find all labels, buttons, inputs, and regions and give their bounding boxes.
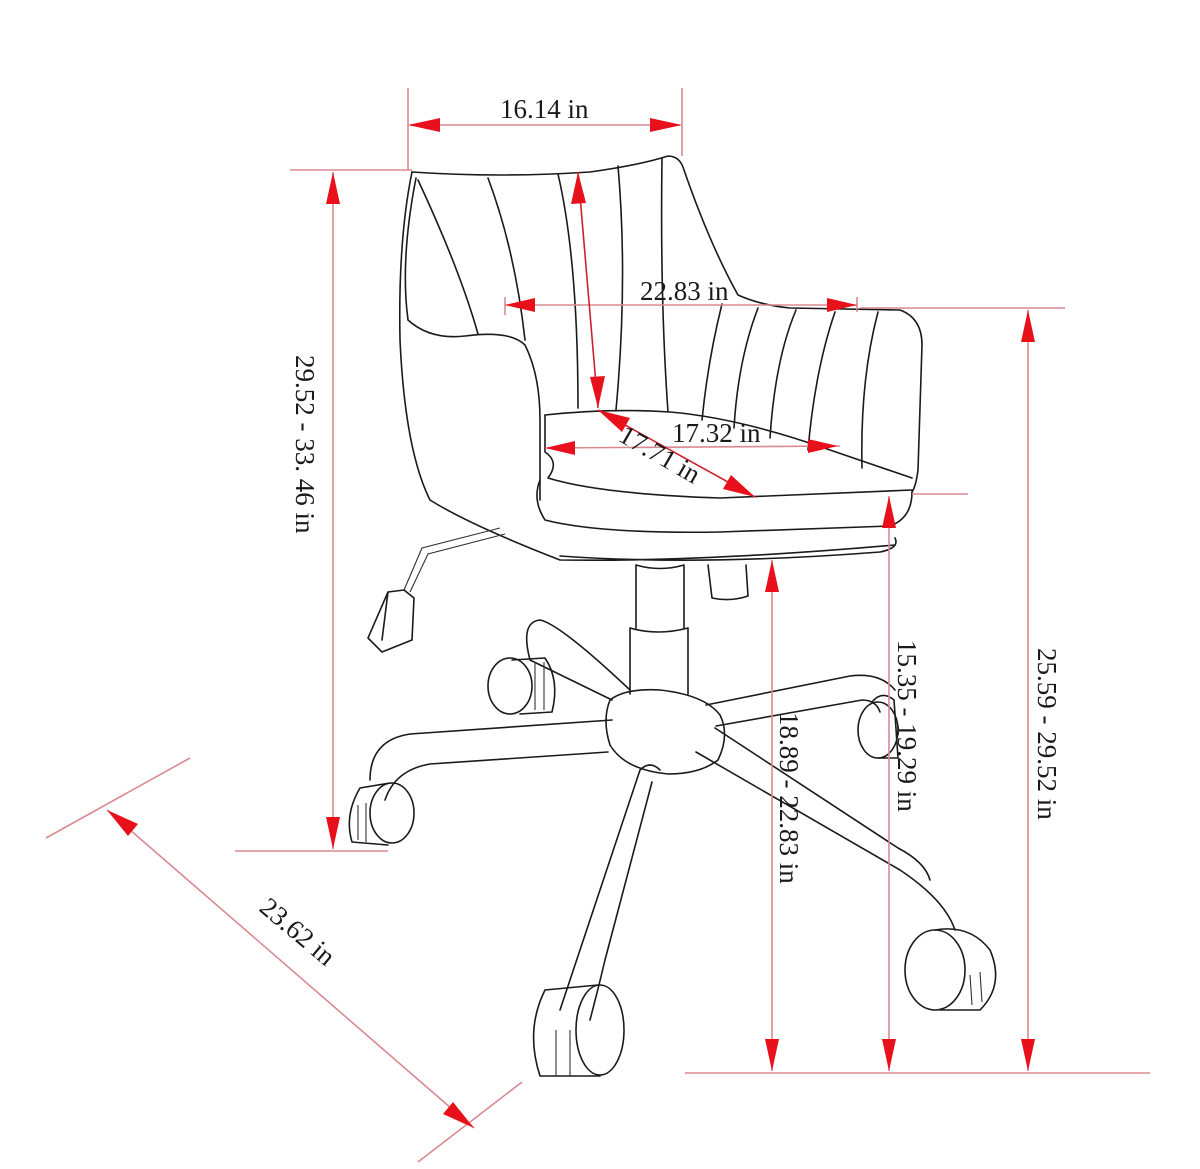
dim-seat-bottom-height: 18.89 - 22.83 in — [765, 560, 804, 1071]
dim-overall-width: 22.83 in — [504, 276, 858, 315]
seat-top — [544, 409, 913, 479]
channel-line — [417, 179, 479, 335]
label-base-diameter: 23.62 in — [254, 892, 341, 972]
base-leg-back-left — [525, 619, 631, 701]
caster-back-left — [487, 657, 556, 715]
height-lever — [403, 527, 506, 593]
dim-backrest-width: 16.14 in — [407, 88, 683, 170]
dim-seat-height: 15.35 - 19.29 in — [882, 493, 968, 1071]
caster-back-right — [857, 694, 899, 759]
gas-lift-upper — [635, 564, 685, 629]
tilt-block — [707, 564, 749, 601]
caster-left — [348, 782, 415, 846]
base-hub — [605, 688, 726, 775]
channel-line — [615, 165, 624, 411]
backrest-left-side — [398, 171, 896, 562]
label-seat-bottom-height: 18.89 - 22.83 in — [774, 712, 804, 884]
seat-bottom-plate — [559, 537, 897, 561]
channel-line — [807, 311, 836, 451]
backrest-inner-left — [404, 177, 541, 501]
base-leg-front-right — [695, 727, 956, 931]
gas-lift-lower — [629, 627, 689, 695]
label-backrest-width: 16.14 in — [500, 94, 589, 124]
label-seat-height: 15.35 - 19.29 in — [892, 640, 922, 812]
channel-line — [733, 307, 759, 429]
backrest-outline — [411, 155, 923, 493]
channel-line — [701, 303, 723, 421]
label-overall-width: 22.83 in — [640, 276, 729, 306]
seat-front-lower — [536, 479, 913, 534]
base-leg-left — [369, 719, 613, 801]
seat-front-edge — [544, 414, 913, 499]
label-seat-width: 17.32 in — [672, 418, 761, 448]
channel-line — [660, 157, 669, 413]
caster-front-right — [904, 928, 997, 1011]
caster-front — [532, 984, 625, 1077]
dim-seat-width: 17.32 in — [544, 418, 841, 455]
lever-handle — [367, 589, 415, 653]
dimension-annotations: 16.14 in 22.83 in 17.32 in — [45, 88, 1150, 1163]
dim-overall-height: 29.52 - 33. 46 in — [235, 169, 412, 852]
channel-line — [861, 311, 879, 469]
base-leg-front — [559, 764, 661, 1021]
dim-backrest-height — [571, 171, 605, 409]
label-armrest-height: 25.59 - 29.52 in — [1032, 648, 1062, 820]
channel-line — [769, 309, 797, 439]
label-overall-height: 29.52 - 33. 46 in — [290, 355, 320, 534]
channel-line — [557, 173, 579, 409]
dim-base-diameter: 23.62 in — [45, 757, 523, 1163]
chair-drawing — [348, 155, 997, 1077]
dim-armrest-height: 25.59 - 29.52 in — [860, 307, 1065, 1071]
channel-line — [487, 177, 526, 341]
